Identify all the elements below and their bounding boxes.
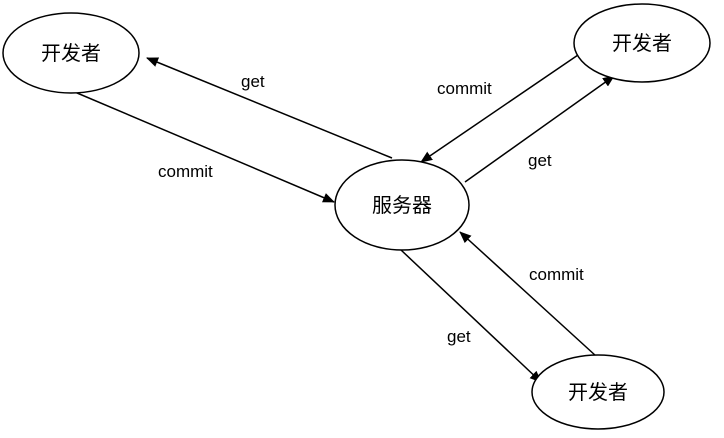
edge-get-to-top-right-dev	[464, 75, 615, 183]
edge-get-to-bottom-dev	[400, 249, 542, 383]
node-server: 服务器	[334, 159, 470, 251]
edges: get commit commit get commit get	[69, 54, 615, 383]
edge-label-get-bottom: get	[447, 327, 471, 346]
edge-label-get-top-right: get	[528, 151, 552, 170]
label-developer-top-left: 开发者	[41, 41, 101, 65]
label-server: 服务器	[372, 193, 432, 217]
node-developer-top-left: 开发者	[2, 12, 140, 94]
edge-label-get-top-left: get	[241, 72, 265, 91]
ellipse-developer-top-right	[573, 3, 711, 83]
edge-get-to-top-left-dev	[146, 57, 393, 159]
node-developer-top-right: 开发者	[573, 3, 711, 83]
edge-commit-from-top-left-dev	[69, 89, 335, 203]
edge-label-commit-top-right: commit	[437, 79, 492, 98]
edge-label-commit-bottom: commit	[529, 265, 584, 284]
edge-label-commit-top-left: commit	[158, 162, 213, 181]
edge-commit-from-bottom-dev	[459, 231, 597, 357]
ellipse-developer-bottom	[531, 354, 665, 430]
label-developer-top-right: 开发者	[612, 31, 672, 55]
edge-commit-from-top-right-dev	[420, 54, 579, 163]
node-developer-bottom: 开发者	[531, 354, 665, 430]
label-developer-bottom: 开发者	[568, 380, 628, 404]
ellipse-developer-top-left	[2, 12, 140, 94]
ellipse-server	[334, 159, 470, 251]
